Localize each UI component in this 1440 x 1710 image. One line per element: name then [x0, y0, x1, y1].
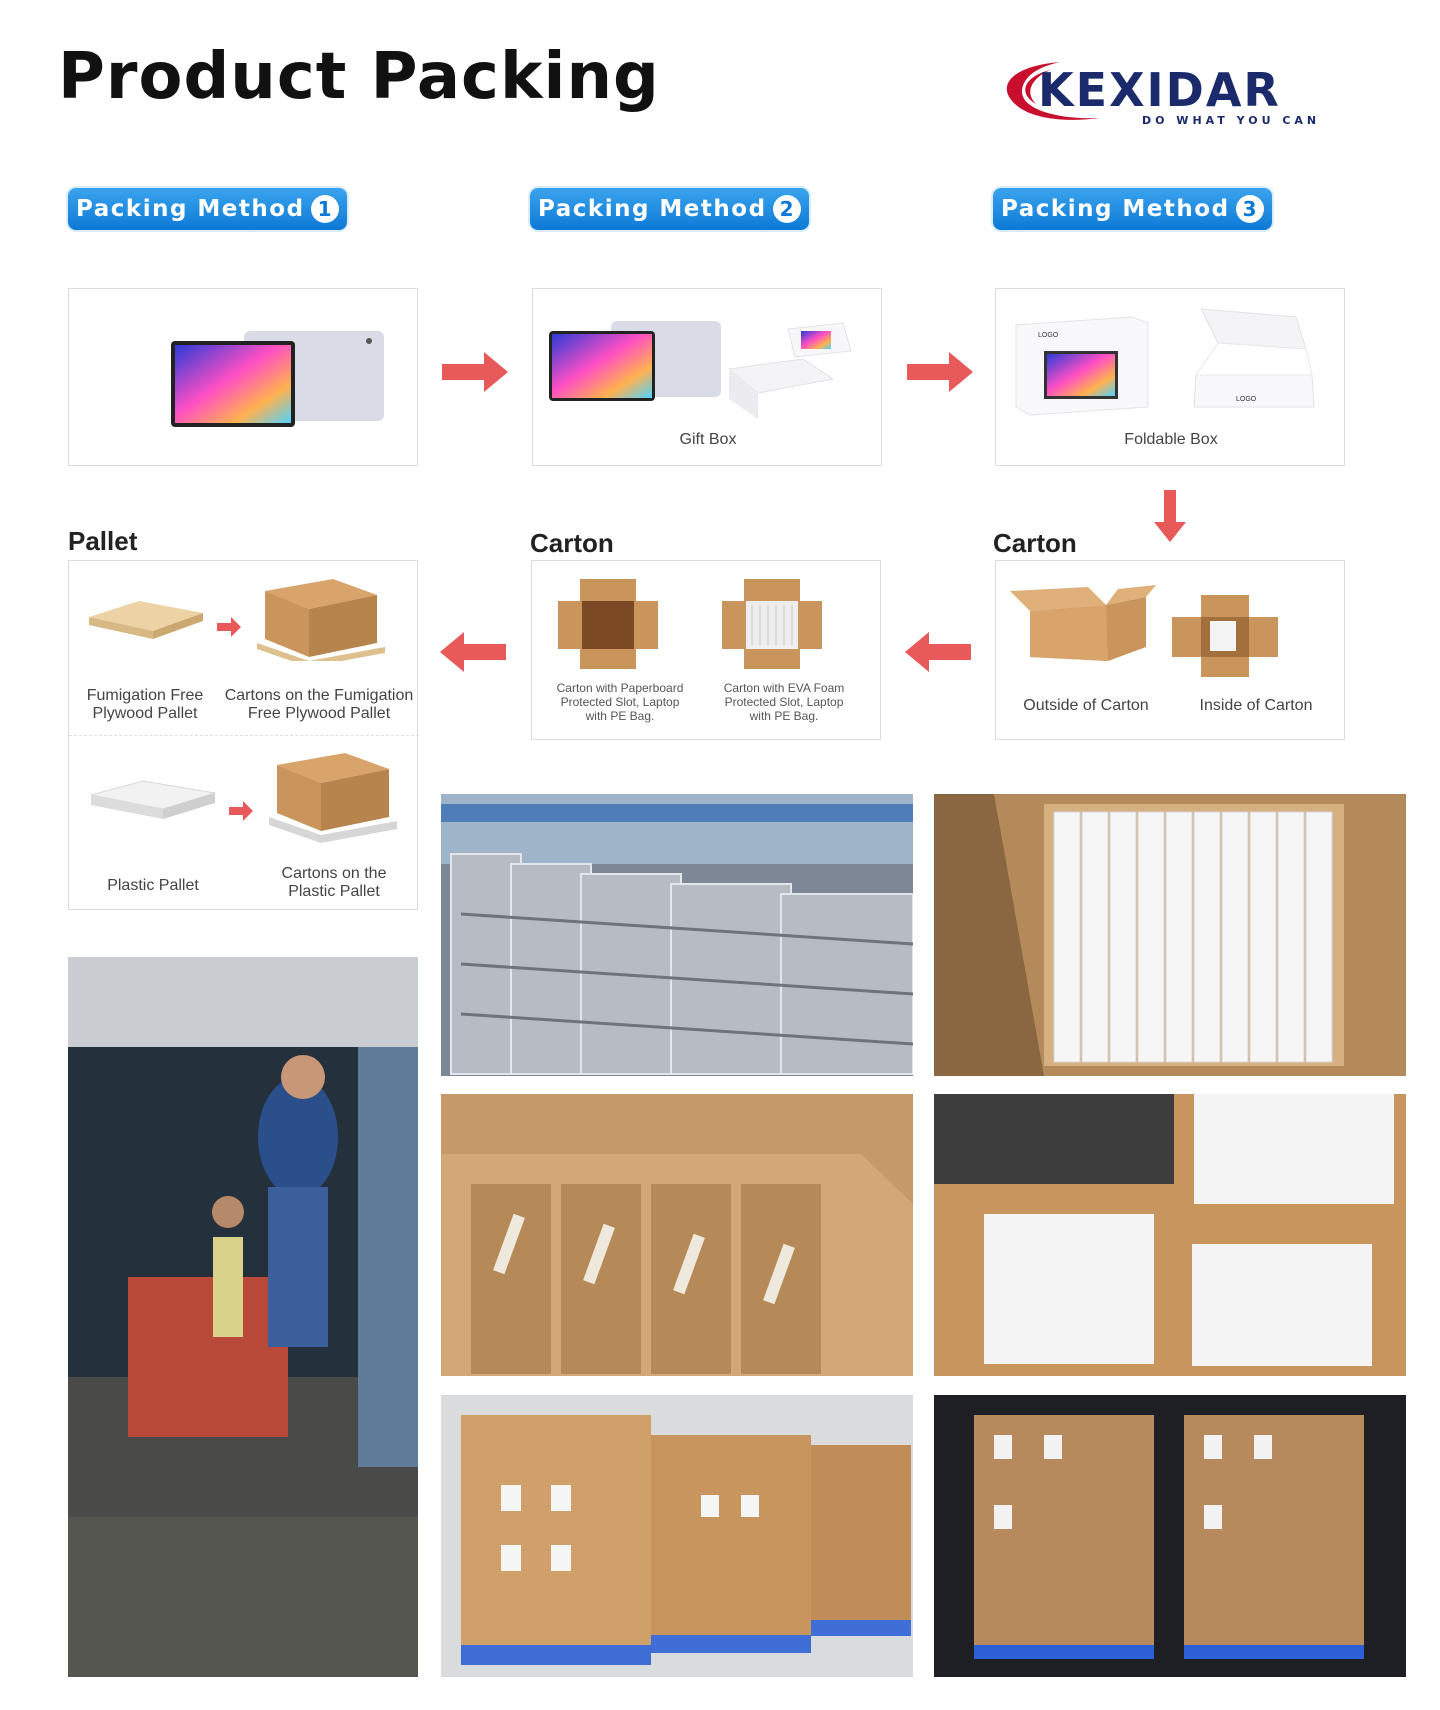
palletized-cartons-photo	[441, 1395, 913, 1677]
gift-box-step: Gift Box	[532, 288, 882, 466]
loading-container-photo	[68, 957, 418, 1677]
foldable-box-label: Foldable Box	[1124, 431, 1218, 448]
wrapped-pallets-photo	[934, 1395, 1406, 1677]
svg-text:KEXIDAR: KEXIDAR	[1038, 63, 1281, 117]
boxed-tablets-carton-photo	[934, 794, 1406, 1076]
pallet-divider	[69, 735, 419, 736]
tablet-image	[171, 331, 384, 427]
gift-box-label: Gift Box	[679, 431, 737, 448]
wrapped-tablets-photo	[441, 794, 913, 1076]
carton-mid-section-title: Carton	[530, 528, 614, 558]
plastic-pallet-images	[90, 753, 397, 843]
foldable-box-image: LOGO LOGO	[1015, 308, 1315, 416]
carton-slot-images	[558, 579, 822, 669]
pallet-options-box: Fumigation Free Plywood Pallet Cartons o…	[68, 560, 419, 910]
stacked-open-cartons-photo	[934, 1094, 1406, 1376]
kexidar-logo: KEXIDAR DO WHAT YOU CAN	[990, 48, 1360, 130]
outside-of-carton-label: Outside of Carton	[1023, 697, 1149, 714]
cartons-on-fumigation-pallet-label: Cartons on the Fumigation Free Plywood P…	[224, 687, 414, 722]
arrow-left-2-icon	[438, 630, 508, 679]
inside-of-carton-label: Inside of Carton	[1199, 697, 1313, 714]
carton-slot-box: Carton with Paperboard Protected Slot, L…	[531, 560, 881, 740]
page-title: Product Packing	[58, 40, 660, 114]
carton-outside-inside-box: Outside of Carton Inside of Carton	[995, 560, 1345, 740]
tablet-bare-box	[68, 288, 418, 466]
foldable-box-step: LOGO LOGO Foldable Box	[995, 288, 1345, 466]
plastic-pallet-label: Plastic Pallet	[107, 877, 199, 894]
foam-slot-carton-photo	[441, 1094, 913, 1376]
arrow-right-2-icon	[905, 350, 975, 399]
fumigation-free-pallet-label: Fumigation Free Plywood Pallet	[86, 687, 204, 722]
eva-slot-caption: Carton with EVA Foam Protected Slot, Lap…	[723, 681, 845, 723]
pallet-section-title: Pallet	[68, 526, 138, 556]
carton-outside-image	[1010, 585, 1278, 677]
arrow-right-1-icon	[440, 350, 510, 399]
arrow-down-icon	[1152, 488, 1188, 549]
svg-text:LOGO: LOGO	[1236, 396, 1257, 403]
carton-right-section-title: Carton	[993, 528, 1077, 558]
gift-box-image	[549, 321, 852, 419]
logo-tagline: DO WHAT YOU CAN	[1142, 114, 1320, 127]
cartons-on-plastic-pallet-label: Cartons on the Plastic Pallet	[281, 865, 387, 900]
arrow-left-1-icon	[903, 630, 973, 679]
svg-text:LOGO: LOGO	[1038, 332, 1059, 339]
paperboard-slot-caption: Carton with Paperboard Protected Slot, L…	[556, 681, 684, 723]
plywood-pallet-images	[89, 579, 385, 667]
